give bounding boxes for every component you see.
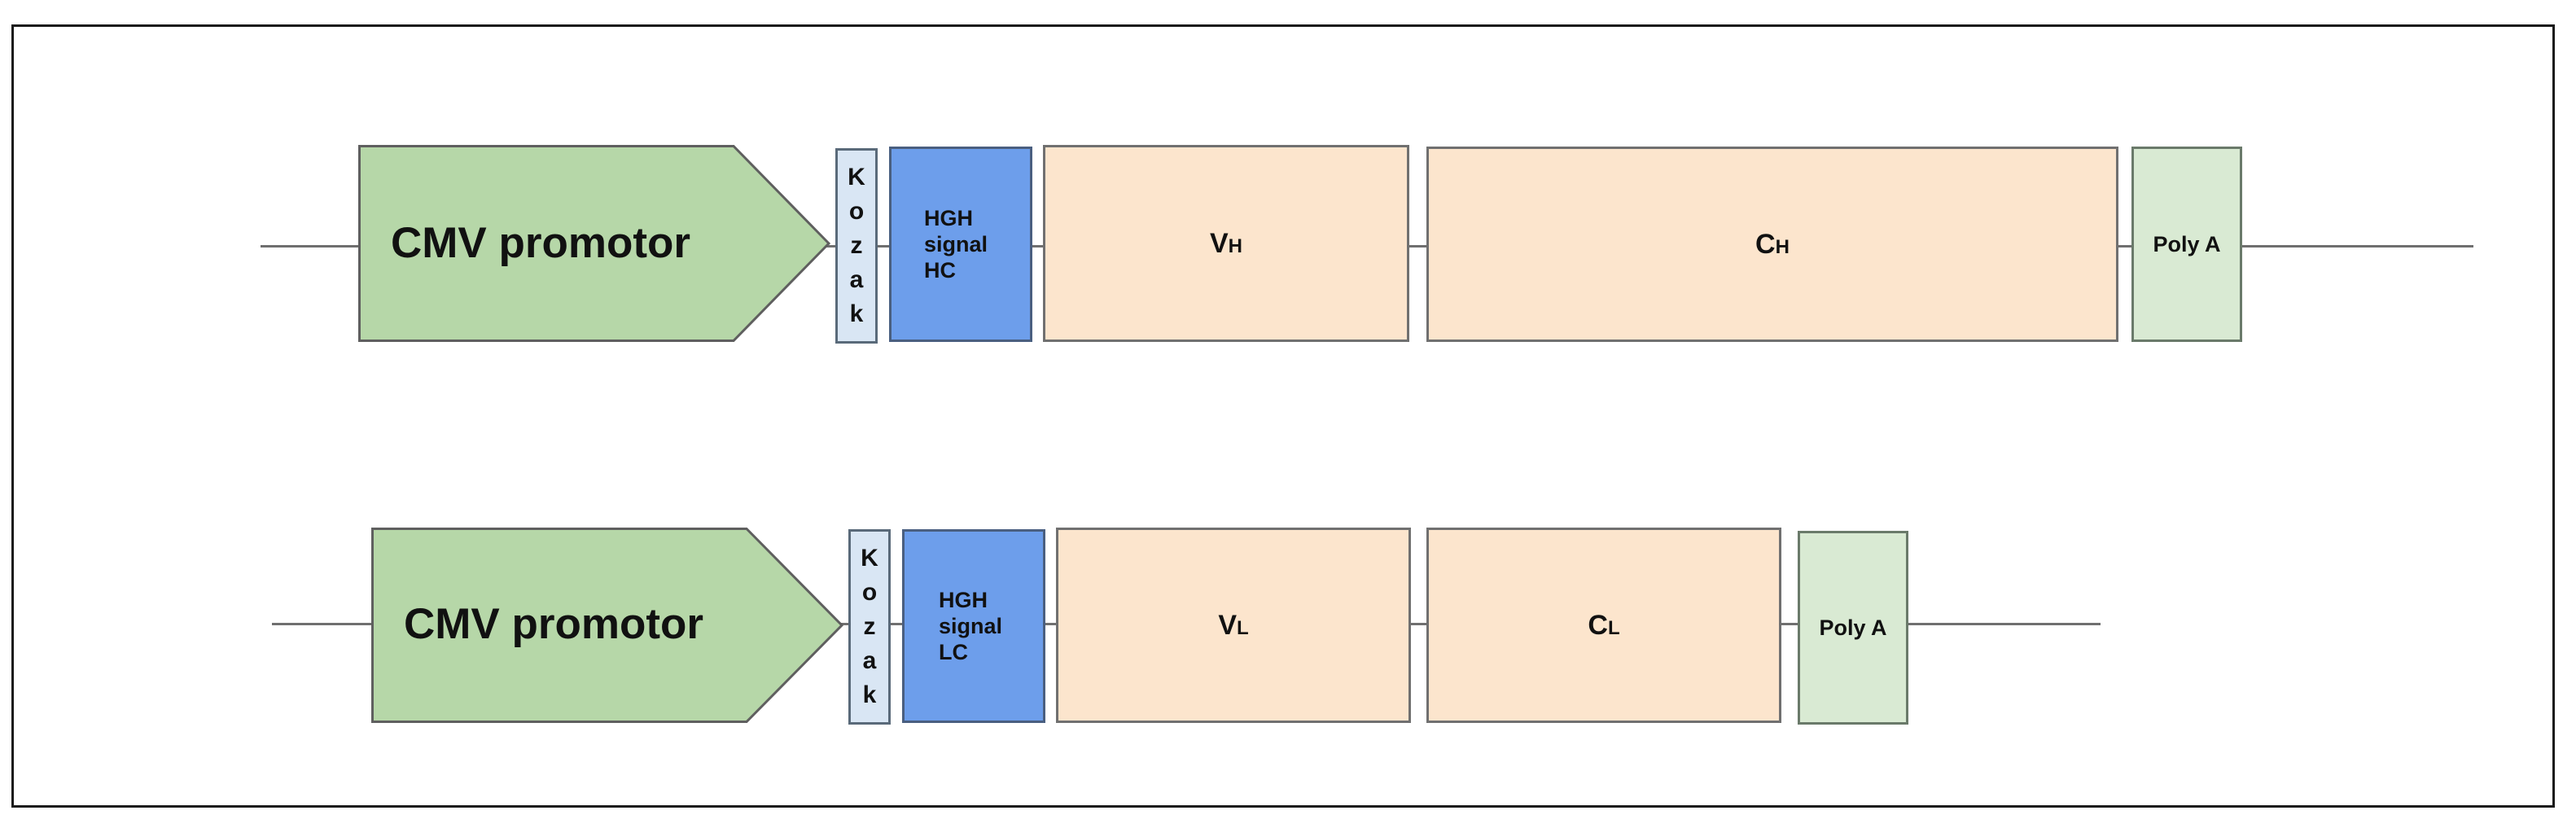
heavy-kozak-letter: a [849,266,864,293]
light-signal-line: HGH [939,588,988,612]
heavy-kozak-box: K o z a k [835,148,878,344]
light-constant-label: CL [1588,609,1620,641]
light-constant-domain-box: CL [1426,528,1781,723]
heavy-kozak-letter: z [850,232,863,259]
heavy-variable-domain-box: VH [1043,145,1409,342]
light-signal-peptide-box: HGH signal LC [902,529,1045,723]
heavy-constant-label: CH [1755,228,1790,260]
heavy-constant-domain-box: CH [1426,147,2118,342]
light-signal-line: signal [939,614,1003,638]
light-promoter-label: CMV promotor [404,600,704,648]
heavy-polya-label: Poly A [2153,231,2221,256]
light-polya-label: Poly A [1819,615,1887,640]
light-kozak-letter: z [863,613,876,640]
heavy-signal-peptide-box: HGH signal HC [889,147,1032,342]
heavy-signal-line: HC [924,258,956,283]
light-kozak-letter: o [861,579,878,606]
light-promoter-arrow [371,528,844,723]
light-kozak-letter: a [862,647,877,674]
heavy-kozak-letter: o [848,198,865,225]
heavy-promoter-arrow [358,145,831,342]
heavy-kozak-letter: K [848,164,865,191]
light-variable-domain-box: VL [1056,528,1411,723]
light-kozak-box: K o z a k [848,529,891,725]
diagram-frame [11,24,2555,808]
heavy-promoter-label: CMV promotor [391,219,691,267]
heavy-polya-box: Poly A [2131,147,2242,342]
heavy-signal-line: signal [924,232,988,256]
light-variable-label: VL [1218,609,1249,641]
heavy-signal-line: HGH [924,206,973,230]
light-signal-line: LC [939,640,968,664]
light-kozak-letter: K [861,545,878,572]
light-polya-box: Poly A [1798,531,1908,725]
heavy-variable-label: VH [1209,227,1243,259]
light-kozak-letter: k [862,681,877,708]
heavy-kozak-letter: k [849,300,864,327]
